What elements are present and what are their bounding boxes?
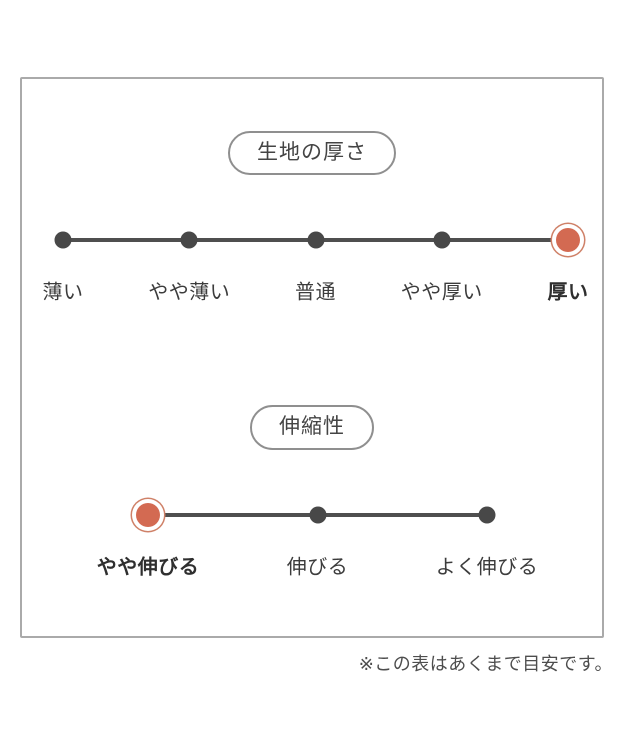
scale-option-label: 普通 [295,281,336,304]
scale-dot [433,231,451,249]
scale-title: 生地の厚さ [257,141,367,164]
scale-title-pill: 生地の厚さ [228,131,396,176]
scale-option-label: やや厚い [400,281,483,304]
scale-dot [309,506,326,524]
scale-option-label: 厚い [547,281,589,304]
scale-track [54,220,580,260]
scale-title: 伸縮性 [279,415,345,439]
disclaimer-footnote: ※この表はあくまで目安です。 [358,654,613,674]
scale-track [136,495,496,535]
scale-dot [307,231,324,249]
scale-option-label: やや薄い [148,281,231,304]
selected-marker-dot [556,228,580,253]
scale-option-label: よく伸びる [435,556,539,579]
scale-dot [180,231,198,249]
scale-dot [478,506,496,524]
scale-section: 生地の厚さ 薄い やや薄い 普通 やや厚い 厚い [22,131,602,305]
spec-chart-panel: 生地の厚さ 薄い やや薄い 普通 やや厚い 厚い 伸縮性 やや伸びる 伸びる よく伸びる [20,77,604,638]
scale-dot [54,231,72,249]
scale-labels: やや伸びる 伸びる よく伸びる [97,550,538,580]
scale-section: 伸縮性 やや伸びる 伸びる よく伸びる [22,405,602,579]
scale-title-pill: 伸縮性 [250,405,374,450]
scale-labels: 薄い やや薄い 普通 やや厚い 厚い [43,275,589,305]
scale-option-label: やや伸びる [96,556,200,579]
scale-option-label: 伸びる [286,556,349,579]
scale-option-label: 薄い [42,281,84,304]
selected-marker-dot [136,502,160,527]
